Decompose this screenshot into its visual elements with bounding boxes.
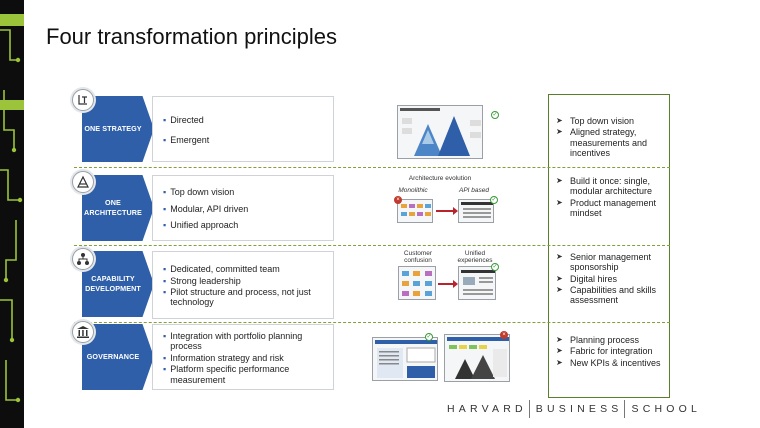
outcome-item: ➤ Planning process bbox=[556, 335, 668, 345]
check-icon: ✓ bbox=[490, 196, 498, 204]
unify-arrow bbox=[438, 280, 458, 288]
bullet-item: Modular, API driven bbox=[163, 204, 325, 214]
outcome-item: ➤ Fabric for integration bbox=[556, 346, 668, 356]
bullet-item: Directed bbox=[163, 115, 325, 125]
bullet-item: Integration with portfolio planning proc… bbox=[163, 331, 325, 352]
harvard-business-school-logo: HARVARD BUSINESS SCHOOL bbox=[447, 400, 701, 418]
pillar-one-strategy: ONE STRATEGY bbox=[82, 96, 154, 162]
building-icon bbox=[72, 321, 94, 343]
arrow-bullet-icon: ➤ bbox=[556, 116, 563, 125]
strategy-slide-thumbnail bbox=[397, 105, 483, 159]
arrow-bullet-icon: ➤ bbox=[556, 346, 563, 356]
arrow-bullet-icon: ➤ bbox=[556, 285, 563, 295]
check-icon: ✓ bbox=[491, 111, 499, 119]
pillar-one-architecture: ONE ARCHITECTURE bbox=[82, 175, 154, 241]
customer-confusion-thumbnail bbox=[398, 266, 436, 300]
row-divider bbox=[74, 167, 670, 168]
arrow-bullet-icon: ➤ bbox=[556, 273, 563, 283]
kpi-dashboard-thumbnail bbox=[444, 334, 510, 382]
bullet-item: Top down vision bbox=[163, 187, 325, 197]
pillar-governance: GOVERNANCE bbox=[82, 324, 154, 390]
x-mark-icon: × bbox=[394, 196, 402, 204]
outcome-text: Digital hires bbox=[570, 273, 618, 284]
check-icon: ✓ bbox=[491, 263, 499, 271]
outcomes-governance: ➤ Planning process ➤ Fabric for integratio… bbox=[556, 335, 668, 369]
outcome-item: ➤ Top down vision bbox=[556, 116, 668, 126]
arrow-bullet-icon: ➤ bbox=[556, 127, 563, 137]
logo-word: BUSINESS bbox=[535, 403, 623, 415]
outcome-item: ➤ Product management mindset bbox=[556, 198, 668, 219]
arrow-bullet-icon: ➤ bbox=[556, 252, 563, 261]
bullets-one-architecture: Top down vision Modular, API driven Unif… bbox=[152, 175, 334, 241]
outcome-item: ➤ Senior management sponsorship bbox=[556, 252, 668, 273]
x-mark-icon: × bbox=[500, 331, 508, 339]
bullets-governance: Integration with portfolio planning proc… bbox=[152, 324, 334, 390]
outcome-text: Build it once: single, modular architect… bbox=[570, 176, 653, 197]
outcome-text: Fabric for integration bbox=[570, 346, 653, 357]
architecture-icon bbox=[72, 171, 94, 193]
outcome-item: ➤ Aligned strategy, measurements and ince… bbox=[556, 127, 668, 158]
pillar-capability-development: CAPABILITY DEVELOPMENT bbox=[82, 251, 154, 317]
bullet-item: Platform specific performance measuremen… bbox=[163, 364, 325, 385]
arrow-bullet-icon: ➤ bbox=[556, 197, 563, 207]
bullets-one-strategy: Directed Emergent bbox=[152, 96, 334, 162]
outcomes-capability: ➤ Senior management sponsorship ➤ Digital … bbox=[556, 252, 668, 307]
outcome-text: Aligned strategy, measurements and incen… bbox=[570, 127, 648, 159]
planning-slide-thumbnail bbox=[372, 337, 438, 381]
api-based-caption: API based bbox=[459, 187, 489, 194]
outcomes-strategy: ➤ Top down vision ➤ Aligned strategy, meas… bbox=[556, 116, 668, 159]
logo-word: SCHOOL bbox=[631, 403, 702, 415]
outcome-text: Planning process bbox=[570, 335, 640, 345]
monolithic-caption: Monolithic bbox=[398, 187, 428, 194]
strategy-icon bbox=[72, 89, 94, 111]
arrow-bullet-icon: ➤ bbox=[556, 335, 563, 344]
row-divider bbox=[74, 322, 670, 323]
bullet-item: Emergent bbox=[163, 135, 325, 145]
outcome-item: ➤ New KPIs & incentives bbox=[556, 358, 668, 368]
outcomes-panel bbox=[548, 94, 670, 398]
pillar-label: CAPABILITY DEVELOPMENT bbox=[85, 274, 141, 293]
pillar-label: ONE STRATEGY bbox=[84, 124, 142, 134]
logo-separator bbox=[624, 400, 626, 418]
unified-experiences-caption: Unified experiences bbox=[457, 250, 493, 265]
outcome-text: New KPIs & incentives bbox=[570, 357, 661, 368]
bullet-item: Information strategy and risk bbox=[163, 353, 325, 363]
decorative-circuit-strip bbox=[0, 0, 24, 428]
outcomes-architecture: ➤ Build it once: single, modular architec… bbox=[556, 176, 668, 219]
outcome-item: ➤ Build it once: single, modular architec… bbox=[556, 176, 668, 197]
bullets-capability-development: Dedicated, committed team Strong leaders… bbox=[152, 251, 334, 319]
outcome-text: Top down vision bbox=[570, 116, 635, 126]
customer-confusion-caption: Customer confusion bbox=[403, 250, 433, 265]
outcome-item: ➤ Digital hires bbox=[556, 274, 668, 284]
unified-experiences-thumbnail bbox=[458, 266, 496, 300]
logo-word: HARVARD bbox=[447, 403, 527, 415]
arrow-bullet-icon: ➤ bbox=[556, 176, 563, 185]
bullet-item: Pilot structure and process, not just te… bbox=[163, 287, 325, 308]
org-chart-icon bbox=[72, 248, 94, 270]
bullet-item: Dedicated, committed team bbox=[163, 264, 325, 274]
bullet-item: Unified approach bbox=[163, 220, 325, 230]
row-divider bbox=[74, 245, 670, 246]
check-icon: ✓ bbox=[425, 333, 433, 341]
monolithic-thumbnail bbox=[397, 199, 433, 223]
outcome-text: Product management mindset bbox=[570, 197, 657, 219]
outcome-item: ➤ Capabilities and skills assessment bbox=[556, 285, 668, 306]
outcome-text: Capabilities and skills assessment bbox=[570, 285, 657, 306]
logo-separator bbox=[528, 400, 530, 418]
bullet-item: Strong leadership bbox=[163, 276, 325, 286]
pillar-label: GOVERNANCE bbox=[86, 352, 140, 362]
architecture-caption: Architecture evolution bbox=[408, 175, 472, 182]
page-title: Four transformation principles bbox=[46, 24, 338, 49]
evolution-arrow bbox=[436, 207, 458, 215]
arrow-bullet-icon: ➤ bbox=[556, 357, 563, 367]
pillar-label: ONE ARCHITECTURE bbox=[84, 198, 142, 217]
outcome-text: Senior management sponsorship bbox=[570, 252, 652, 273]
api-based-thumbnail bbox=[458, 199, 494, 223]
